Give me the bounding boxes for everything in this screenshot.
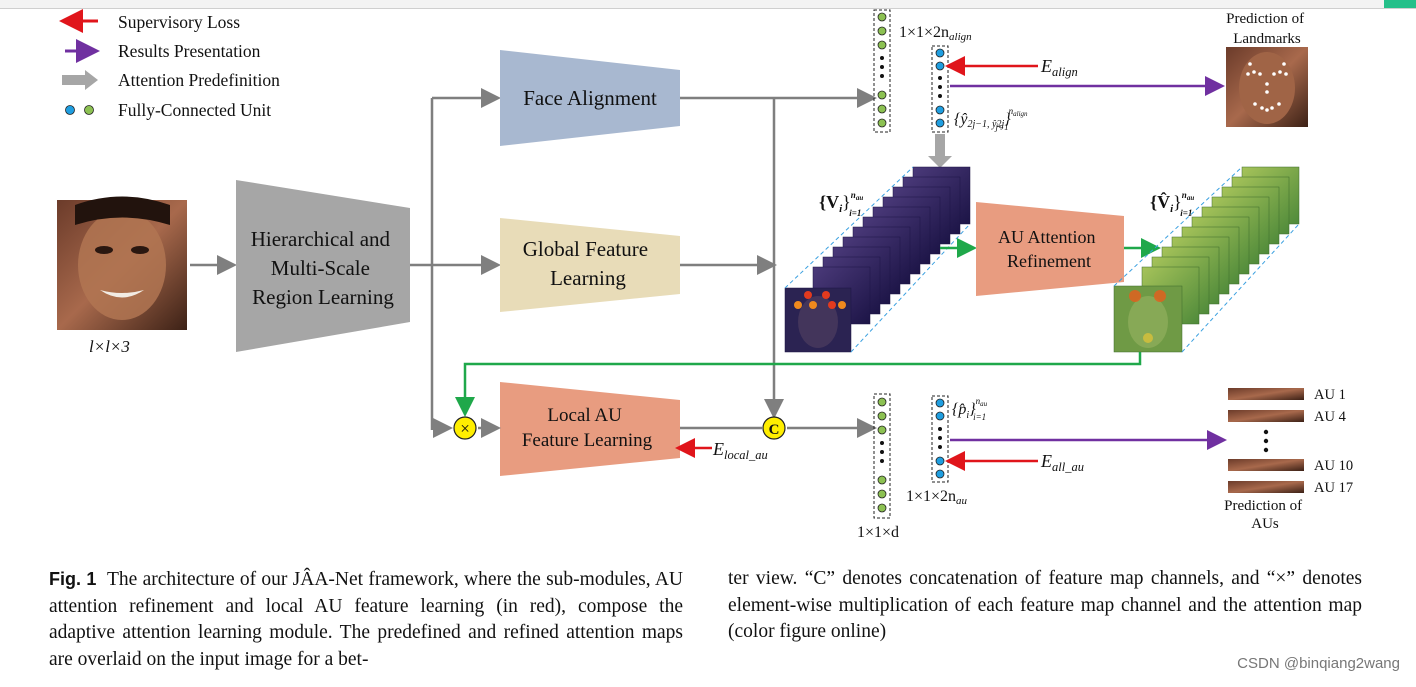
au-label-4: AU 4: [1314, 409, 1347, 425]
predefined-attention-stack: [784, 166, 971, 353]
global-feature-line-1: Global Feature: [523, 237, 648, 261]
hierarchical-line-1: Hierarchical and: [251, 227, 391, 251]
au-label-1: AU 1: [1314, 387, 1346, 403]
fc-column-au-green: [873, 393, 891, 519]
face-alignment-module: [500, 50, 680, 146]
module-output-flows: [680, 88, 877, 438]
caption-left-column: Fig. 1 The architecture of our JÂA-Net f…: [49, 566, 683, 673]
face-alignment-label: Face Alignment: [523, 86, 657, 110]
e-all-label: Eall_au: [1040, 451, 1084, 474]
hierarchical-label: Hierarchical and Multi-Scale Region Lear…: [251, 227, 396, 309]
legend-supervisory-label: Supervisory Loss: [118, 12, 240, 32]
fc-column-align-blue: [931, 45, 949, 133]
au-label-17: AU 17: [1314, 480, 1353, 496]
global-feature-module: [500, 218, 680, 312]
au-attention-refinement-module: [976, 202, 1124, 296]
global-feature-line-2: Learning: [550, 266, 626, 290]
e-align-label: Ealign: [1040, 56, 1078, 79]
d-dim-label: 1×1×d: [857, 524, 899, 541]
watermark: CSDN @binqiang2wang: [1237, 655, 1400, 672]
caption-right-text: ter view. “C” denotes concatenation of f…: [728, 568, 1362, 642]
legend: Supervisory Loss Results Presentation At…: [59, 9, 280, 120]
align-dim-label: 1×1×2nalign: [899, 24, 972, 43]
au-label-10: AU 10: [1314, 458, 1353, 474]
multiply-node: ×: [453, 416, 501, 440]
legend-blue-unit: [65, 105, 75, 115]
fc-column-align-green: [873, 9, 891, 133]
refined-attention-feedback: [455, 352, 1142, 417]
au1-strip: [1228, 388, 1304, 400]
local-au-line-1: Local AU: [547, 405, 622, 426]
legend-fc-label: Fully-Connected Unit: [118, 100, 271, 120]
concat-node: C: [762, 416, 786, 440]
au-attention-line-1: AU Attention: [998, 227, 1096, 247]
legend-green-unit: [84, 105, 94, 115]
legend-results-label: Results Presentation: [118, 41, 261, 61]
multiply-symbol: ×: [460, 419, 470, 438]
legend-attention-label: Attention Predefinition: [118, 70, 280, 90]
refined-attention-stack: [1113, 166, 1300, 353]
au-dim-label: 1×1×2nau: [906, 488, 968, 507]
figure-label: Fig. 1: [49, 569, 97, 589]
au-attention-line-2: Refinement: [1007, 251, 1091, 271]
top-green-button[interactable]: [1384, 0, 1416, 8]
concat-symbol: C: [769, 422, 780, 438]
input-face-image: [57, 196, 187, 330]
hierarchical-line-2: Multi-Scale: [271, 256, 370, 280]
global-feature-label: Global Feature Learning: [523, 237, 654, 290]
fc-column-au-blue: [931, 395, 949, 483]
landmark-face-image: [1226, 47, 1308, 127]
e-local-label: Elocal_au: [712, 439, 768, 462]
au-prediction-list: AU 1 AU 4 AU 10 AU 17: [1228, 387, 1353, 496]
caption-right-column: ter view. “C” denotes concatenation of f…: [728, 566, 1362, 646]
attention-predefinition-arrow: [928, 134, 952, 168]
caption-left-text: The architecture of our JÂA-Net framewor…: [49, 569, 683, 670]
branch-flows: [410, 88, 501, 438]
local-au-module: [500, 382, 680, 476]
hierarchical-line-3: Region Learning: [252, 285, 394, 309]
au17-strip: [1228, 481, 1304, 493]
top-strip: [0, 0, 1416, 9]
pred-landmarks-label: Prediction of Landmarks: [1226, 11, 1308, 47]
local-au-label: Local AU Feature Learning: [522, 405, 653, 451]
au-attention-label: AU Attention Refinement: [998, 227, 1100, 271]
legend-gray-arrow: [62, 70, 98, 90]
au4-strip: [1228, 410, 1304, 422]
pred-aus-label: Prediction of AUs: [1224, 498, 1306, 532]
input-size-label: l×l×3: [89, 337, 130, 356]
au10-strip: [1228, 459, 1304, 471]
local-au-line-2: Feature Learning: [522, 430, 653, 451]
hierarchical-module: [236, 180, 410, 352]
